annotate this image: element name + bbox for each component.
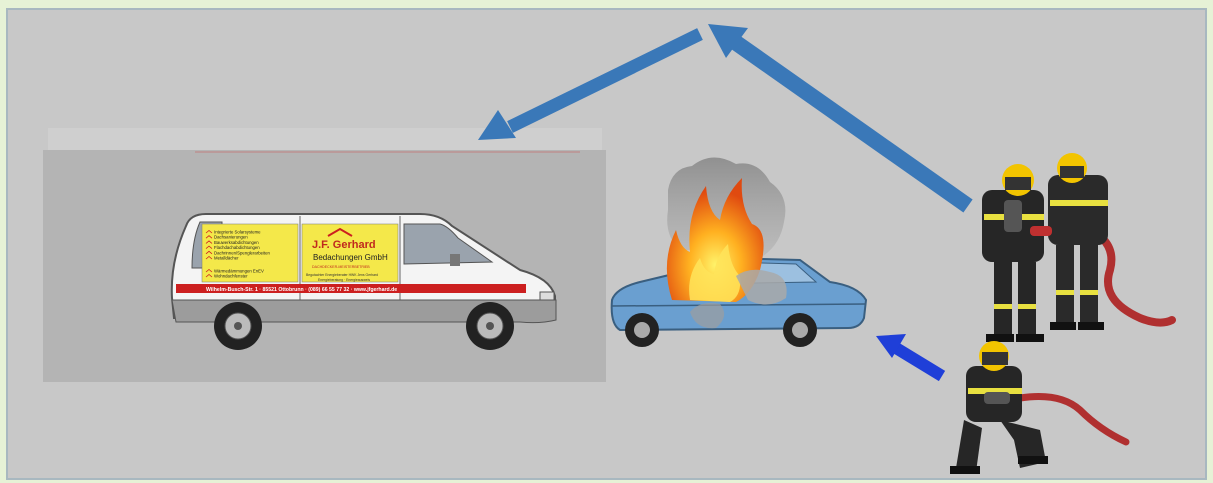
company-sub: Bedachungen GmbH [313, 253, 388, 262]
service-item: Dachrinnen/Spenglerarbeiten [214, 250, 271, 255]
arrow-from-firefighters [708, 24, 973, 213]
small-print-2: Energieberatung · Energieausweis [318, 278, 370, 282]
roof-bullet-icon [205, 229, 213, 234]
van-stripe-text: Wilhelm-Busch-Str. 1 · 85521 Ottobrunn ·… [206, 287, 397, 293]
roof-bullet-icon [205, 245, 213, 249]
small-print-1: Begutachter Energieberater HWK Jens Gerh… [306, 273, 378, 277]
roof-bullet-icon [205, 255, 213, 260]
service-lower-item: Wohndachfenster [214, 274, 248, 279]
roof-bullet-icon [205, 235, 213, 239]
van-wheel-front [466, 302, 514, 350]
arrow-to-van [478, 28, 703, 140]
van-sign-right [301, 223, 399, 283]
service-item: Dachsanierungen [214, 235, 248, 240]
company-tag: DACHDECKER-MEISTERBETRIEB [312, 265, 370, 269]
firefighter [982, 164, 1052, 342]
firefighter-pair [982, 153, 1176, 342]
roof-bullet-icon [205, 273, 213, 278]
service-item: Integrierte Solarsysteme [214, 230, 261, 235]
roof-bullet-icon [205, 268, 213, 273]
company-name: J.F. Gerhard [312, 239, 376, 251]
service-lower-item: Wärmedämmungen EnEV [214, 269, 264, 274]
firefighter-kneeling [950, 341, 1130, 474]
fire [666, 178, 764, 302]
van: J.F. Gerhard Bedachungen GmbH DACHDECKER… [170, 213, 557, 350]
roof-bullet-icon [205, 240, 213, 244]
roof-bullet-icon [205, 250, 213, 255]
service-item: Metalldächer [214, 256, 239, 261]
van-sign-left [201, 223, 299, 283]
burning-car [610, 157, 868, 347]
service-item: Flachdachabdichtungen [214, 245, 260, 250]
services-list: Integrierte SolarsystemeDachsanierungenB… [205, 229, 271, 261]
van-stripe [176, 284, 526, 293]
firefighter [1048, 153, 1108, 330]
arrow-to-car [876, 334, 946, 382]
service-item: Bauwerksabdichtungen [214, 240, 259, 245]
van-wheel-rear [214, 302, 262, 350]
